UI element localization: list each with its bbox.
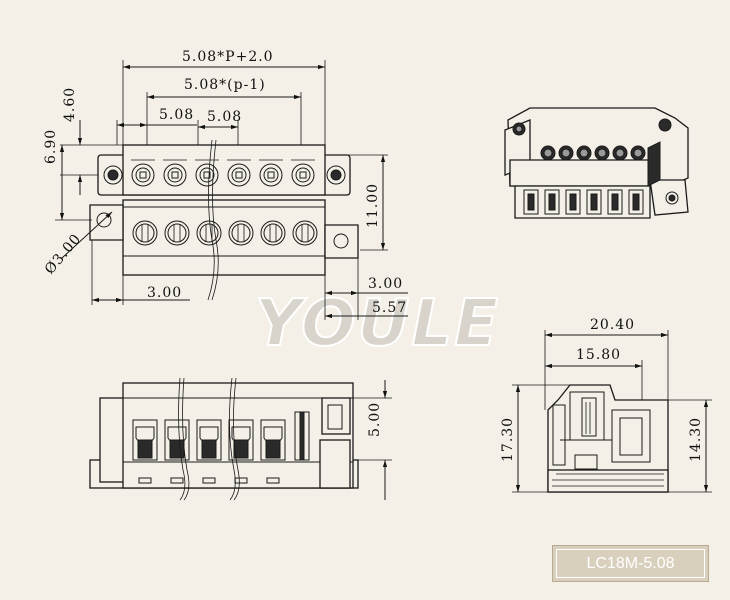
iso-slot-6 [628, 189, 644, 215]
model-label-text: LC18M-5.08 [556, 549, 705, 578]
wire-entry-2 [164, 220, 190, 246]
model-label-box: LC18M-5.08 [552, 545, 709, 582]
isometric-view [504, 107, 689, 219]
top-screw-4 [227, 163, 251, 187]
side-view: 20.40 15.80 17.30 14.30 [500, 317, 712, 493]
dim-pitch-1: 5.08 [159, 107, 194, 123]
dim-5-00: 5.00 [367, 402, 383, 437]
bottom-view: 5.00 [89, 377, 392, 501]
top-screw-1 [131, 163, 155, 187]
bv-cell-5 [260, 419, 286, 461]
bv-cell-1 [132, 419, 158, 461]
dim-4-60: 4.60 [62, 87, 78, 122]
plug-body-top [122, 144, 326, 196]
bv-left-block [99, 397, 126, 483]
top-screw-2 [163, 163, 187, 187]
wire-entry-5 [260, 220, 286, 246]
dim-5-57: 5.57 [372, 300, 407, 316]
iso-slot-4 [586, 189, 602, 215]
wire-entry-row [132, 220, 318, 246]
right-mount-hole [333, 233, 349, 249]
dim-11-00: 11.00 [365, 183, 381, 228]
dim-3-00-left: 3.00 [147, 285, 182, 301]
wire-entry-3 [196, 220, 222, 246]
bv-cell-4 [228, 419, 254, 461]
bv-cell-row [132, 419, 286, 461]
top-screw-6 [291, 163, 315, 187]
iso-slot-row [523, 189, 644, 215]
dim-hole: Ø3.00 [42, 231, 85, 278]
dim-pitch-2: 5.08 [207, 109, 242, 125]
right-mount-ear [324, 224, 359, 259]
iso-slot-3 [565, 189, 581, 215]
bv-cell-3 [196, 419, 222, 461]
bv-pin-3 [202, 477, 216, 484]
dim-17-30: 17.30 [500, 417, 516, 462]
iso-slot-2 [544, 189, 560, 215]
iso-slot-5 [607, 189, 623, 215]
top-screw-5 [259, 163, 283, 187]
dim-3-00-right: 3.00 [368, 276, 403, 292]
bv-pin-2 [170, 477, 184, 484]
iso-slot-1 [523, 189, 539, 215]
dim-total: 5.08*P+2.0 [182, 49, 274, 65]
iso-screw-row [540, 145, 646, 161]
top-screw-3 [195, 163, 219, 187]
flange-screw-left [103, 165, 123, 185]
dim-span: 5.08*(p-1) [184, 77, 266, 93]
front-view: 5.08*P+2.0 5.08*(p-1) 5.08 5.08 4.60 6.9… [42, 49, 408, 320]
watermark-text: YOULE [255, 287, 500, 361]
bv-cell-2 [164, 419, 190, 461]
top-screw-row [131, 159, 315, 187]
left-mount-ear [89, 204, 124, 241]
bv-pin-1 [138, 477, 152, 484]
wire-entry-4 [228, 220, 254, 246]
bv-pin-5 [266, 477, 280, 484]
dim-20-40: 20.40 [590, 317, 635, 333]
wire-entry-1 [132, 220, 158, 246]
dim-6-90: 6.90 [43, 129, 59, 164]
dim-15-80: 15.80 [576, 347, 621, 363]
flange-screw-right [326, 165, 346, 185]
wire-entry-6 [292, 220, 318, 246]
dim-14-30: 14.30 [688, 417, 704, 462]
bv-pin-row [138, 477, 280, 484]
header-body [122, 199, 326, 276]
left-mount-hole [96, 212, 112, 228]
